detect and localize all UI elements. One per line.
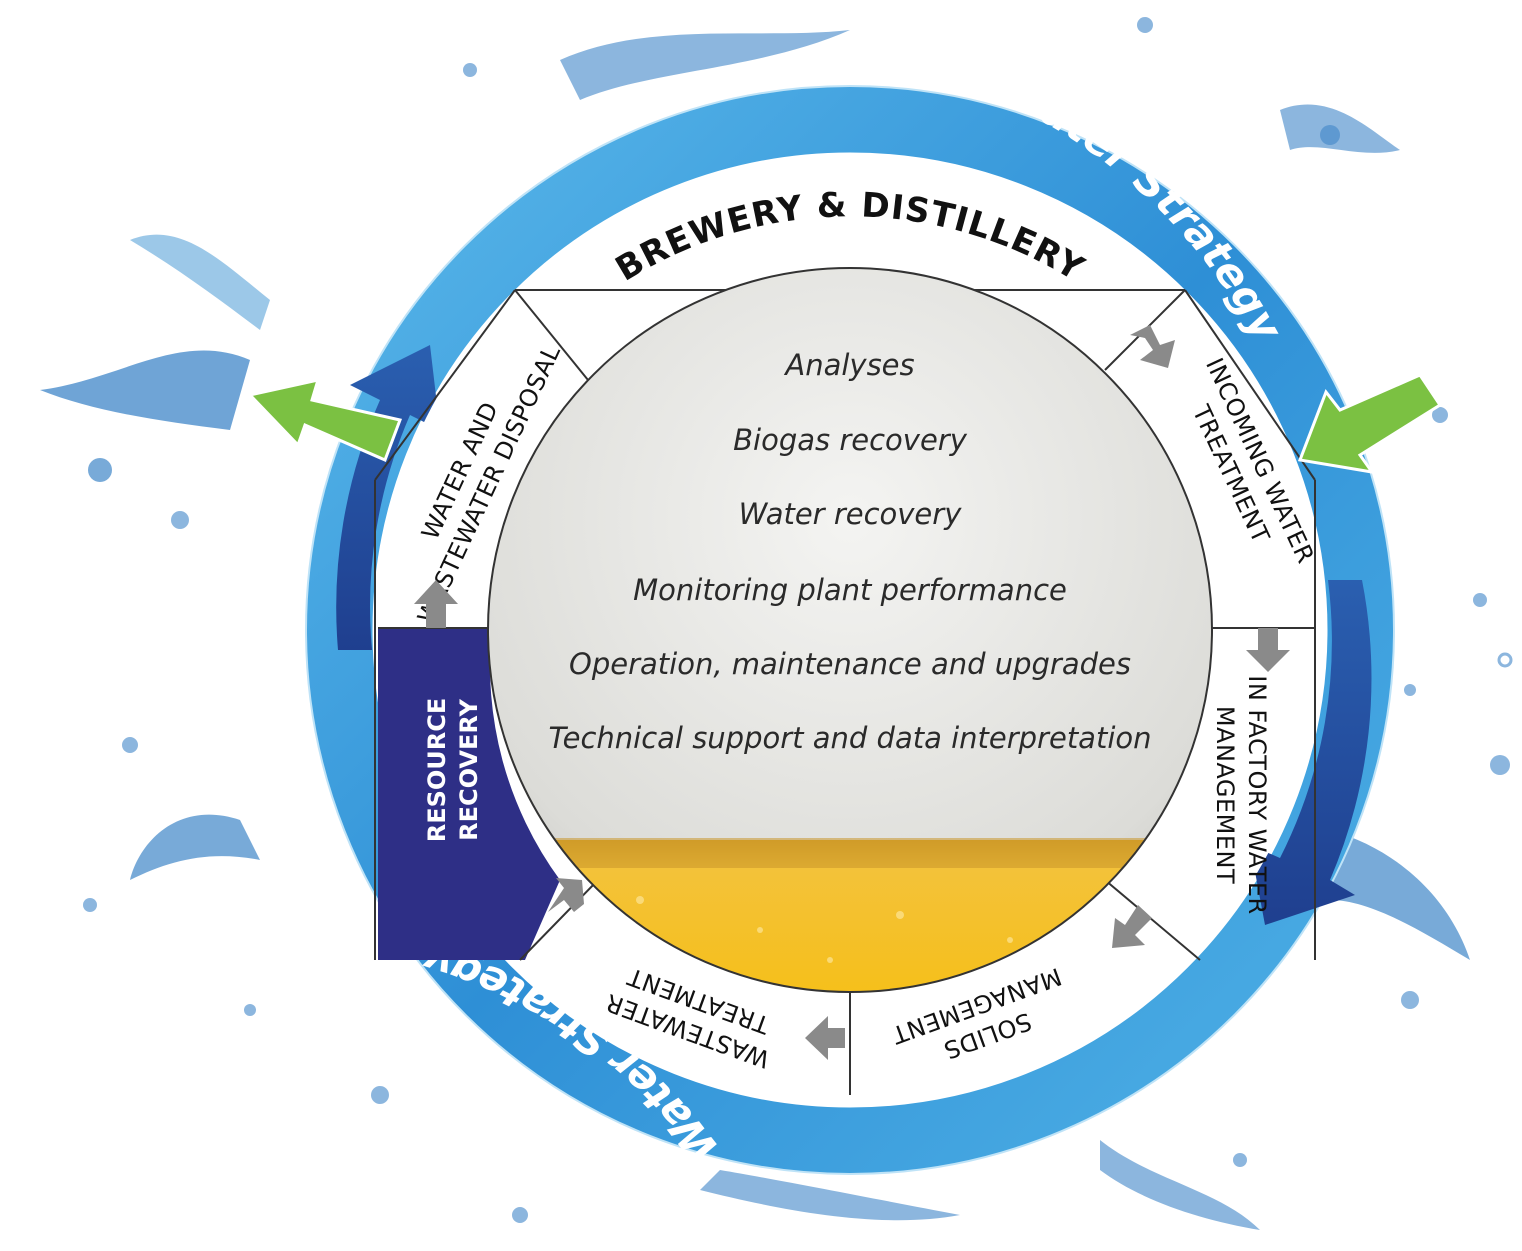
step-arrow-icon: [1130, 325, 1175, 368]
segment-resource-recovery: RESOURCE RECOVERY: [423, 698, 483, 843]
step-arrow-icon: [1112, 905, 1152, 948]
ring-flow-arrow-left: [336, 345, 440, 650]
center-item: Analyses: [783, 348, 914, 382]
ring-flow-arrow-right: [1250, 580, 1372, 925]
inflow-arrow-icon: [1297, 373, 1443, 475]
step-arrow-icon: [1246, 628, 1290, 672]
step-arrows: [414, 325, 1290, 1060]
step-arrow-icon: [414, 580, 458, 628]
resource-recovery-segment: [378, 628, 560, 960]
center-item: Operation, maintenance and upgrades: [569, 647, 1131, 681]
outflow-arrow-icon: [247, 377, 403, 463]
svg-text:IN FACTORY WATER: IN FACTORY WATER: [1243, 675, 1271, 914]
water-splash-decoration: [40, 17, 1513, 1230]
segment-ring: [374, 289, 1316, 960]
center-item: Water recovery: [739, 497, 963, 531]
svg-text:MANAGEMENT: MANAGEMENT: [1211, 706, 1239, 884]
step-arrow-icon: [805, 1016, 845, 1060]
svg-text:RECOVERY: RECOVERY: [455, 699, 483, 841]
center-item: Biogas recovery: [733, 423, 968, 457]
svg-text:RESOURCE: RESOURCE: [423, 698, 451, 843]
center-item: Monitoring plant performance: [633, 573, 1067, 607]
center-item: Technical support and data interpretatio…: [548, 721, 1151, 755]
center-service-list: Analyses Biogas recovery Water recovery …: [548, 348, 1151, 755]
step-arrow-icon: [548, 878, 584, 912]
segment-in-factory-water-management: IN FACTORY WATER MANAGEMENT: [1211, 675, 1271, 914]
